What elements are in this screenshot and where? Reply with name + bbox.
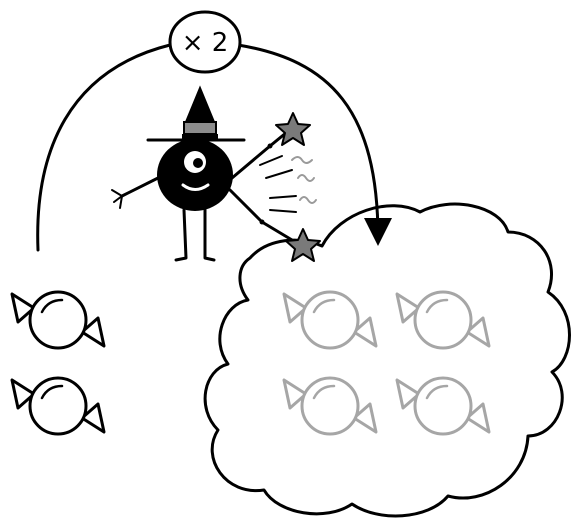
wizard-hat-icon xyxy=(186,88,214,122)
input-candy xyxy=(12,292,104,348)
output-candy xyxy=(284,378,376,434)
output-candy xyxy=(397,378,489,434)
input-candy xyxy=(12,378,104,434)
multiplier-badge: × 2 xyxy=(170,12,240,72)
multiplier-label: × 2 xyxy=(182,28,229,58)
wizard-hat-band xyxy=(184,122,216,134)
cloud-icon xyxy=(205,204,569,516)
wizard-body xyxy=(157,139,233,211)
magic-sparkles xyxy=(260,156,316,212)
arrow-head-icon xyxy=(364,218,392,246)
star-icon xyxy=(276,113,310,145)
output-candy xyxy=(284,292,376,348)
star-icon xyxy=(286,229,320,261)
output-candy xyxy=(397,292,489,348)
wizard-character xyxy=(112,88,292,260)
